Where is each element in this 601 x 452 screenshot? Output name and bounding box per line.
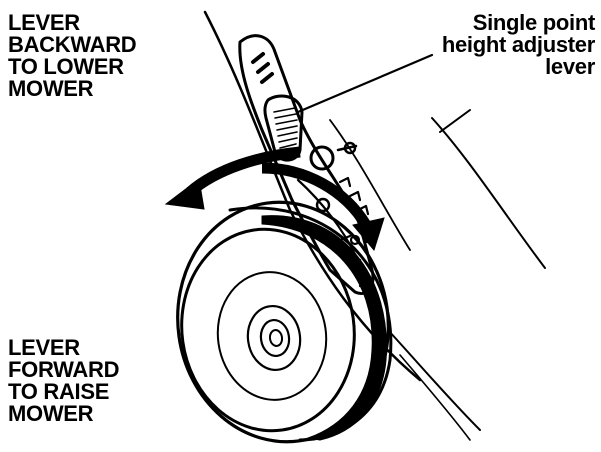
wheel-hub-cap <box>268 329 284 347</box>
pivot-hole <box>309 145 335 171</box>
deck-outline-outer <box>431 117 546 269</box>
label-forward-line-2: FORWARD <box>8 357 120 382</box>
label-adjuster-line-3: lever <box>545 54 595 79</box>
deck-edge <box>203 10 422 382</box>
label-height-adjuster: Single point height adjuster lever <box>442 12 595 78</box>
adjuster-lever <box>263 94 304 162</box>
label-backward-line-2: BACKWARD <box>8 32 137 57</box>
label-lever-backward: LEVER BACKWARD TO LOWER MOWER <box>8 10 137 101</box>
deck-lower-edge-2 <box>399 354 471 441</box>
label-forward-line-4: MOWER <box>8 401 94 426</box>
label-backward-line-1: LEVER <box>8 10 80 35</box>
wheel-hub-ring-1 <box>216 271 328 401</box>
wheel-tread-band <box>261 215 387 441</box>
wheel-hub-face <box>180 227 356 433</box>
bracket-slot-2 <box>256 62 270 74</box>
deck-lower-edge <box>387 329 481 431</box>
arrow-backward-head <box>164 178 205 210</box>
bracket-bolt-upper <box>315 197 331 213</box>
motion-arrows <box>164 146 385 252</box>
label-backward-line-3: TO LOWER <box>8 54 124 79</box>
label-forward-line-1: LEVER <box>8 335 80 360</box>
deck-edge-inner <box>329 119 411 251</box>
label-forward-line-3: TO RAISE <box>8 379 110 404</box>
bracket-slot-3 <box>260 72 274 84</box>
arrow-forward-curve <box>261 162 371 228</box>
label-lever-forward: LEVER FORWARD TO RAISE MOWER <box>8 337 119 425</box>
arrow-forward-head <box>352 217 385 252</box>
lever-grip <box>273 107 298 149</box>
wheel-hub-ring-2 <box>246 305 302 371</box>
deck-outline-inner <box>439 109 471 133</box>
pivot-shaft <box>336 144 358 152</box>
wheel-hub-ring-3 <box>259 318 291 358</box>
label-adjuster-line-2: height adjuster <box>441 32 595 57</box>
adjuster-leader-line <box>296 53 434 114</box>
label-adjuster-line-1: Single point <box>472 10 596 35</box>
bracket-slot-1 <box>251 52 265 64</box>
label-backward-line-4: MOWER <box>8 76 94 101</box>
